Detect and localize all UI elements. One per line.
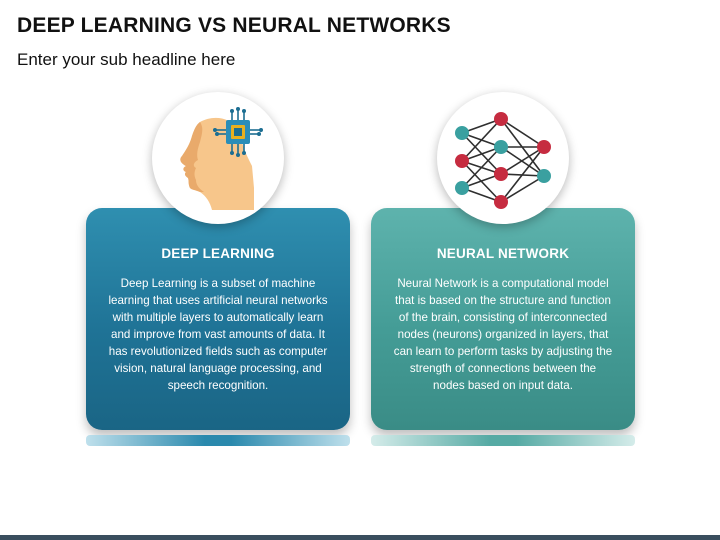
deep-learning-icon-circle bbox=[152, 92, 284, 224]
neural-network-underline-bar bbox=[371, 435, 635, 446]
neural-network-body: Neural Network is a computational model … bbox=[393, 277, 613, 392]
bottom-accent-line bbox=[0, 535, 720, 540]
deep-learning-heading: DEEP LEARNING bbox=[161, 246, 275, 261]
deep-learning-card: DEEP LEARNING Deep Learning is a subset … bbox=[86, 208, 350, 430]
neural-network-icon bbox=[455, 112, 551, 209]
page-subtitle: Enter your sub headline here bbox=[17, 50, 236, 69]
page-title: DEEP LEARNING VS NEURAL NETWORKS bbox=[17, 14, 451, 37]
neural-network-icon-circle bbox=[437, 92, 569, 224]
deep-learning-body: Deep Learning is a subset of machine lea… bbox=[108, 277, 328, 392]
neural-network-heading: NEURAL NETWORK bbox=[436, 246, 570, 261]
neural-network-card: NEURAL NETWORK Neural Network is a compu… bbox=[371, 208, 635, 430]
deep-learning-underline-bar bbox=[86, 435, 350, 446]
head-with-chip-icon bbox=[180, 107, 263, 210]
